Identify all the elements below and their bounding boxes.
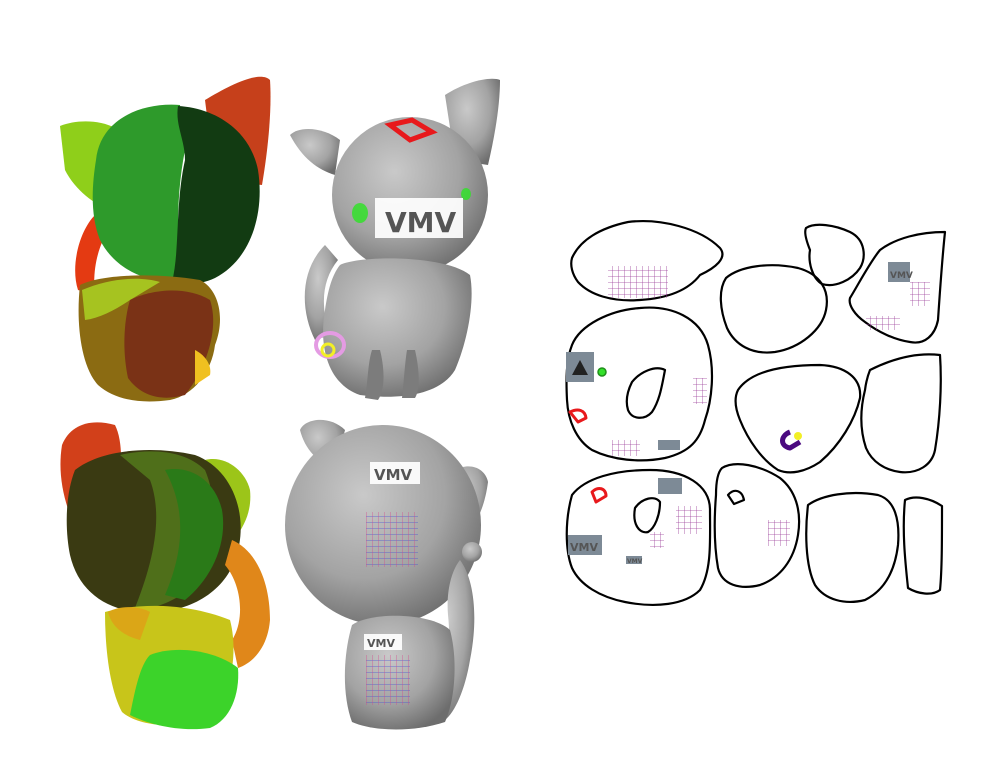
uv-patch-5 [565, 306, 714, 462]
atlas-logo-3-text: VMV [627, 558, 643, 565]
atlas-logo-2-text: VMV [570, 541, 598, 554]
vmv-logo-back-head [370, 462, 420, 484]
vmv-logo-back-body [364, 634, 402, 650]
uv-patch-3 [804, 223, 865, 287]
cat-segmented-back [60, 422, 270, 730]
atlas-logo-bg-3 [626, 556, 642, 564]
uv-patch-10 [805, 491, 900, 603]
uv-atlas: VMV VMV VMV [565, 220, 947, 606]
uv-grid-1 [608, 266, 668, 298]
uv-patch-4 [848, 230, 947, 344]
atlas-pyramid-icon [572, 360, 588, 375]
uv-grid-9 [768, 520, 790, 546]
vmv-logo-back-body-text: VMV [367, 637, 395, 650]
uv-patch-7 [860, 353, 942, 474]
decal-yellow-ring [320, 342, 336, 358]
uv-grid-5b [693, 378, 707, 404]
uv-patch-1 [570, 220, 724, 302]
atlas-logo-bg-2 [568, 535, 602, 555]
cat-rendered-front: VMV [290, 78, 500, 400]
uv-patch-11 [902, 496, 944, 595]
uv-patch-2 [719, 264, 828, 354]
atlas-purple-decal [780, 429, 802, 451]
cat-rendered-back: VMV VMV [285, 419, 488, 730]
atlas-small-logo [658, 440, 680, 450]
decal-green-spot-2 [461, 188, 471, 200]
atlas-red-decal-2 [590, 487, 608, 504]
atlas-logo-bg-4 [658, 478, 682, 494]
uv-hole-5 [625, 367, 667, 419]
uv-patch-8 [565, 468, 712, 606]
uv-hole-8 [633, 497, 662, 534]
atlas-red-decal-1 [568, 408, 588, 424]
uv-grid-5a [612, 440, 640, 456]
grid-decal-head [366, 512, 418, 567]
uv-grid-4a [866, 316, 900, 330]
uv-grid-8a [650, 532, 664, 548]
uv-hole-9 [726, 489, 746, 506]
uv-patch-9 [713, 463, 801, 588]
decal-green-spot [352, 203, 368, 223]
vmv-logo-front [375, 198, 463, 238]
uv-grid-8b [676, 506, 702, 534]
uv-patch-6 [734, 363, 862, 474]
vmv-logo-back-head-text: VMV [374, 466, 413, 484]
atlas-yellow-decal [794, 432, 802, 440]
vmv-logo-front-text: VMV [385, 206, 457, 239]
atlas-logo-bg-1 [888, 262, 910, 282]
atlas-logo-1-text: VMV [890, 271, 913, 281]
grid-decal-body [366, 655, 410, 705]
decal-red-diamond [384, 117, 438, 143]
uv-grid-4b [910, 282, 930, 306]
cat-segmented-front [60, 76, 271, 402]
atlas-green-spot [597, 367, 607, 377]
